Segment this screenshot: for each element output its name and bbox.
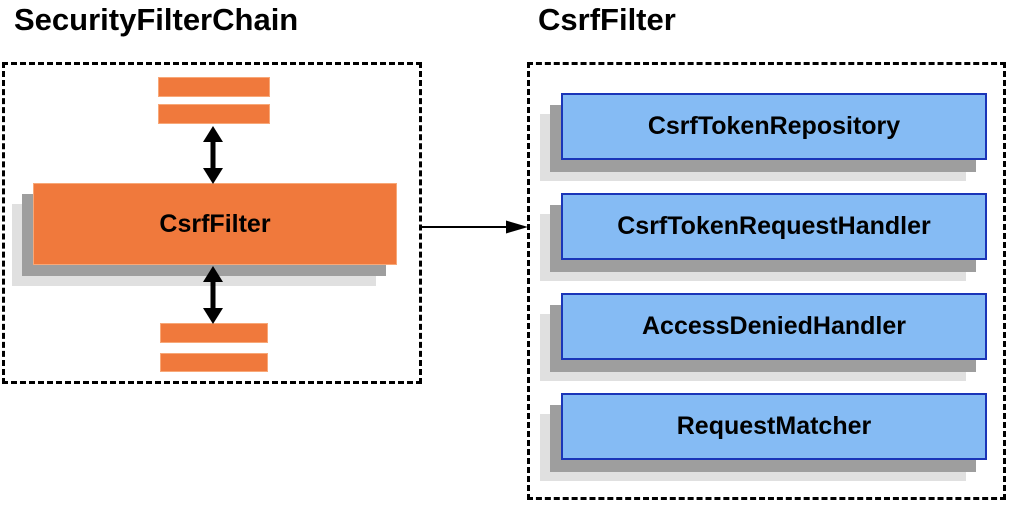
component-box-csrf-token-repository: CsrfTokenRepository	[561, 93, 987, 160]
csrf-filter-components-box	[527, 62, 1006, 500]
component-box-csrf-token-request-handler: CsrfTokenRequestHandler	[561, 193, 987, 260]
right-arrow-icon	[421, 220, 528, 234]
security-filter-chain-box	[2, 62, 422, 384]
up-down-arrow-top-icon	[203, 126, 223, 184]
component-box-request-matcher: RequestMatcher	[561, 393, 987, 460]
component-label: CsrfTokenRequestHandler	[617, 212, 931, 240]
component-box-access-denied-handler: AccessDeniedHandler	[561, 293, 987, 360]
component-label: CsrfTokenRepository	[647, 112, 901, 140]
filter-placeholder-bar-top-1	[158, 77, 270, 97]
component-label: AccessDeniedHandler	[641, 312, 906, 340]
csrf-filter-label: CsrfFilter	[159, 209, 271, 238]
filter-placeholder-bar-bottom-1	[160, 323, 268, 343]
csrf-filter-box: CsrfFilter	[33, 183, 397, 265]
component-label: RequestMatcher	[676, 412, 872, 440]
filter-placeholder-bar-bottom-2	[160, 353, 268, 372]
filter-placeholder-bar-top-2	[158, 104, 270, 124]
security-filter-chain-title: SecurityFilterChain	[14, 2, 299, 37]
csrf-filter-title: CsrfFilter	[538, 2, 676, 37]
up-down-arrow-bottom-icon	[203, 266, 223, 324]
